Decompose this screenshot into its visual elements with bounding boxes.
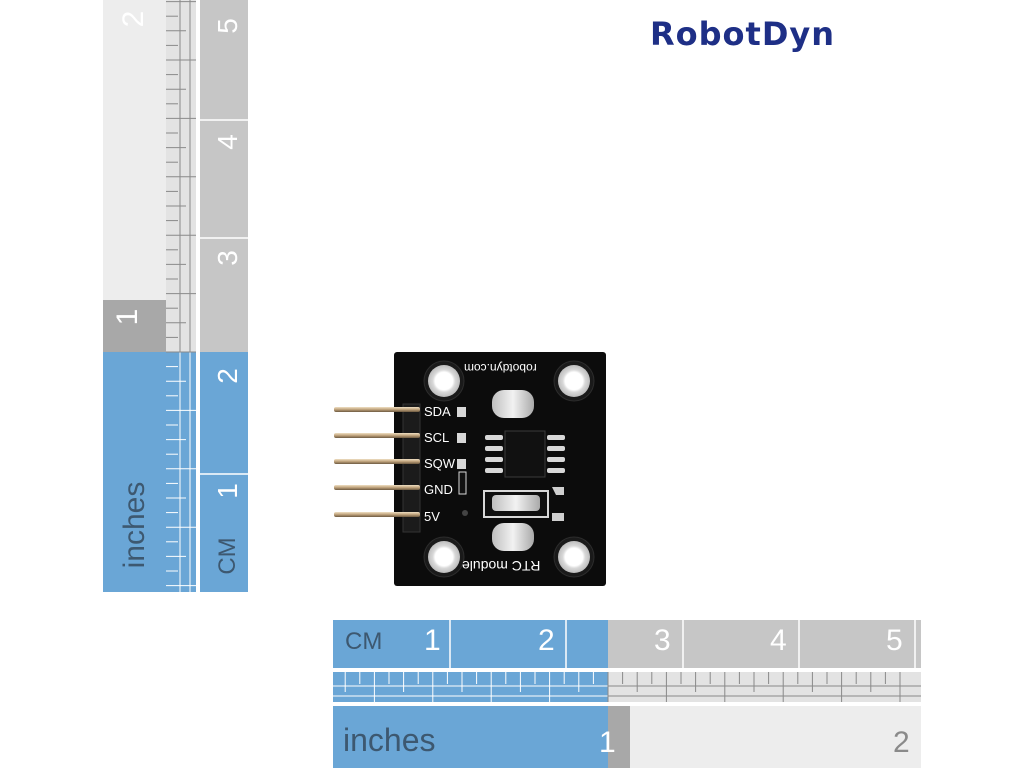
horizontal-cm-number-3: 3 (654, 624, 671, 657)
vertical-cm-number-5: 5 (212, 18, 243, 34)
vertical-inch-label: inches (118, 481, 151, 569)
vertical-inch-label-box: inches (108, 470, 160, 580)
horizontal-inch-number-1: 1 (599, 726, 616, 759)
pin-label-sda: SDA (424, 404, 451, 419)
vertical-cm-number-1: 1 (212, 483, 243, 499)
vertical-cm-label: CM (214, 537, 241, 575)
horizontal-cm-number-2: 2 (538, 624, 555, 657)
pin-label-sqw: SQW (424, 456, 456, 471)
pin-label-scl: SCL (424, 430, 450, 445)
horizontal-cm-number-1: 1 (424, 624, 441, 657)
mounting-hole-top-left (428, 365, 460, 397)
board-url-text: robotdyn.com (464, 361, 537, 375)
pin-label-gnd: GND (424, 482, 453, 497)
rtc-module-board (334, 352, 606, 586)
horizontal-inch-number-2: 2 (893, 726, 910, 759)
battery-pad-bottom (492, 523, 534, 551)
battery-pad-top (492, 390, 534, 418)
mounting-hole-bottom-right (558, 541, 590, 573)
vertical-cm-number-4: 4 (212, 134, 243, 150)
horizontal-ruler (333, 620, 921, 768)
robotdyn-logo: RobotDyn (650, 15, 836, 53)
horizontal-cm-label: CM (345, 628, 383, 655)
mounting-hole-bottom-left (428, 541, 460, 573)
crystal-oscillator (492, 495, 540, 511)
board-name-text: RTC module (462, 558, 541, 574)
vertical-cm-number-3: 3 (212, 250, 243, 266)
horizontal-cm-number-4: 4 (770, 624, 787, 657)
pin-label-5v: 5V (424, 509, 440, 524)
vertical-cm-number-2: 2 (212, 368, 243, 384)
vertical-ruler (103, 0, 248, 592)
vertical-inch-number-2: 2 (117, 10, 150, 28)
mounting-hole-top-right (558, 365, 590, 397)
header-pins (334, 407, 420, 517)
horizontal-inch-label: inches (343, 722, 436, 758)
horizontal-cm-number-5: 5 (886, 624, 903, 657)
vertical-inch-number-1: 1 (111, 308, 144, 326)
